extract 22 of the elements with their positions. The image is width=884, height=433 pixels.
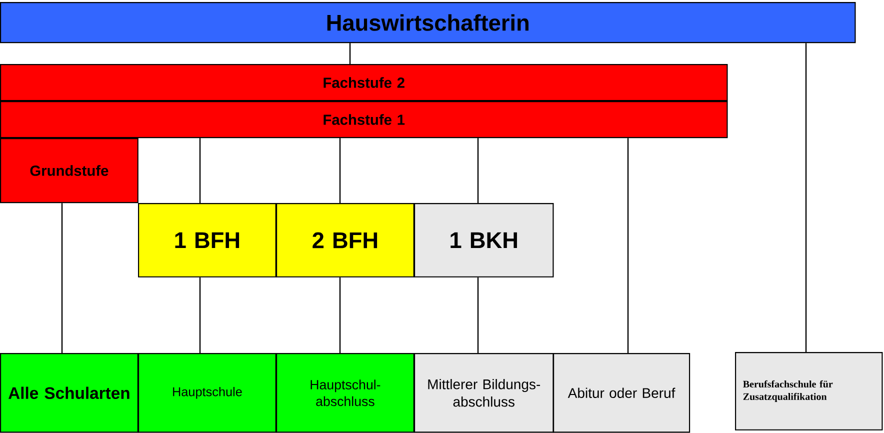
connector-line — [627, 138, 629, 353]
connector-line — [339, 277, 341, 353]
connector-line — [339, 138, 341, 203]
connector-line — [199, 277, 201, 353]
connector-line — [477, 277, 479, 353]
entry-box: Hauptschule — [138, 353, 276, 433]
connector-line — [805, 43, 807, 352]
connector-line — [349, 43, 351, 64]
connector-line — [199, 138, 201, 203]
school-box: 1 BKH — [414, 203, 554, 278]
stage-box: Grundstufe — [0, 138, 138, 204]
school-box: 2 BFH — [276, 203, 414, 278]
qualification-box: Berufsfachschule für Zusatzqualifikation — [735, 352, 883, 430]
connector-line — [477, 138, 479, 203]
stage-bar: Fachstufe 2 — [0, 64, 728, 102]
title-bar: Hauswirtschafterin — [0, 2, 856, 44]
entry-box: Abitur oder Beruf — [553, 353, 690, 433]
school-box: 1 BFH — [138, 203, 276, 278]
connector-line — [61, 203, 63, 353]
entry-box: Mittlerer Bildungs- abschluss — [414, 353, 554, 433]
entry-box: Alle Schularten — [0, 353, 138, 433]
entry-box: Hauptschul- abschluss — [276, 353, 414, 433]
